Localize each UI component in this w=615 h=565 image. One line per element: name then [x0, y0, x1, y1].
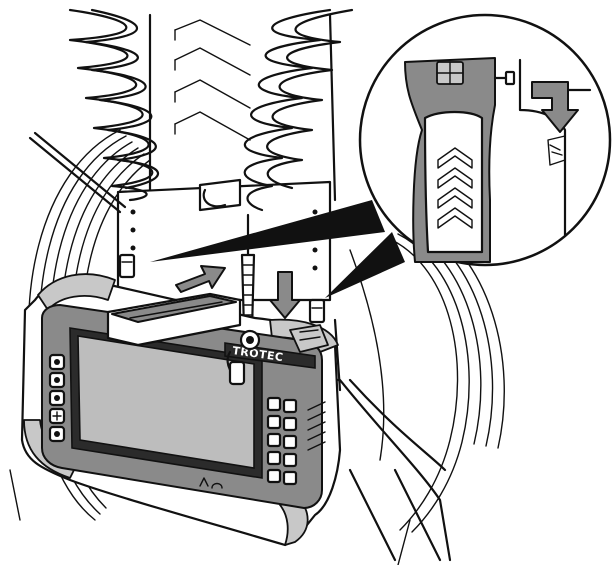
device-clip	[106, 292, 242, 347]
mount-arrow	[175, 265, 226, 293]
detail-zoom-circle	[358, 13, 612, 267]
insert-arrow	[269, 271, 301, 319]
right-button-grid	[266, 396, 298, 486]
coil-cable-right	[243, 8, 354, 212]
floor-lines	[9, 469, 411, 565]
zoom-callout-wedge	[150, 200, 405, 298]
inspection-monitor: TROTEC	[20, 273, 342, 547]
mounting-bracket	[116, 178, 332, 324]
coil-cable-left	[28, 8, 159, 214]
left-button-column	[48, 353, 66, 443]
probe-connector	[226, 329, 261, 386]
